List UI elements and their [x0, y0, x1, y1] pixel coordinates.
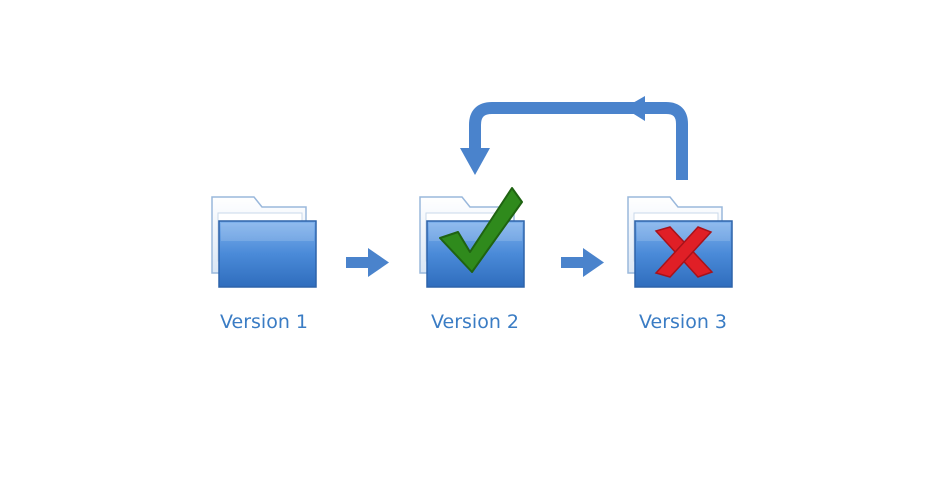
revert-arrow-version-3-to-2	[460, 96, 688, 180]
arrow-version-1-to-2	[346, 248, 389, 277]
arrow-version-2-to-3	[561, 248, 604, 277]
version-3-node: Version 3	[627, 196, 733, 333]
version-2-node: Version 2	[419, 187, 525, 333]
version-1-label: Version 1	[220, 311, 308, 333]
x-mark-icon	[654, 226, 714, 278]
version-3-label: Version 3	[639, 311, 727, 333]
version-1-node: Version 1	[211, 196, 317, 333]
checkmark-icon	[439, 187, 523, 273]
version-2-label: Version 2	[431, 311, 519, 333]
folder-icon	[211, 196, 317, 288]
